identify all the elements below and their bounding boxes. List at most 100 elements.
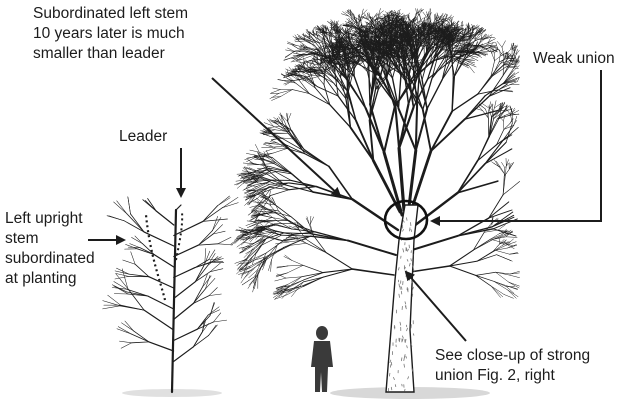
tree-branch — [275, 278, 286, 281]
tree-branch — [503, 121, 504, 129]
tree-branch — [218, 237, 231, 244]
tree-branch — [495, 245, 506, 250]
tree-branch — [302, 273, 324, 277]
tree-branch — [500, 50, 501, 55]
tree-branch — [248, 185, 257, 186]
tree-branch — [506, 109, 510, 115]
tree-branch — [174, 221, 203, 235]
tree-branch — [247, 223, 257, 228]
tree-branch — [154, 255, 174, 267]
tree-branch — [213, 225, 223, 234]
tree-branch — [246, 153, 257, 155]
tree-branch — [275, 148, 287, 149]
tree-branch — [283, 236, 310, 241]
tree-branch — [123, 260, 135, 264]
tree-branch — [144, 232, 174, 246]
tree-branch — [250, 150, 259, 152]
tree-branch — [271, 90, 280, 93]
tree-branch — [203, 206, 218, 222]
bark-mark — [410, 228, 411, 231]
tree-branch — [269, 215, 277, 221]
tree-branch — [275, 223, 292, 224]
tree-branch — [503, 181, 520, 194]
bark-mark — [389, 373, 390, 376]
tree-branch — [303, 265, 323, 272]
tree-branch — [128, 197, 131, 214]
tree-branch — [491, 286, 504, 295]
tree-branch — [293, 53, 302, 55]
tree-branch — [494, 160, 499, 167]
bark-mark — [401, 358, 402, 361]
tree-branch — [241, 237, 251, 238]
tree-branch — [476, 275, 494, 281]
tree-branch — [109, 216, 124, 221]
tree-branch — [497, 41, 502, 47]
tree-branch — [218, 244, 233, 245]
tree-branch — [496, 42, 498, 49]
bark-mark — [413, 287, 414, 289]
tree-branch — [307, 243, 327, 252]
tree-branch — [504, 124, 510, 130]
tree-branch — [490, 49, 492, 54]
tree-branch — [489, 202, 509, 218]
bark-mark — [412, 294, 413, 296]
tree-branch — [303, 277, 323, 286]
tree-branch — [502, 41, 506, 48]
tree-branch — [506, 237, 517, 238]
tree-branch — [127, 214, 144, 232]
tree-branch — [273, 88, 281, 90]
tree-branch — [223, 203, 239, 208]
tree-branch — [267, 157, 276, 163]
tree-branch — [341, 14, 349, 17]
tree-branch — [114, 202, 128, 214]
tree-branch — [458, 227, 492, 236]
tree-branch — [473, 239, 490, 250]
tree-branch — [352, 199, 398, 230]
tree-branch — [450, 266, 476, 275]
bark-mark — [391, 387, 392, 390]
tree-branch — [292, 260, 304, 265]
tree-branch — [478, 137, 489, 161]
tree-branch — [495, 250, 509, 254]
tree-branch — [326, 253, 352, 269]
tree-branch — [243, 242, 252, 243]
tree-branch — [476, 272, 496, 275]
tree-branch — [273, 149, 287, 154]
tree-branch — [465, 96, 485, 119]
tree-branch — [251, 237, 264, 238]
tree-branch — [156, 211, 174, 225]
tree-branch — [493, 235, 505, 240]
tree-branch — [504, 169, 509, 176]
tree-branch — [417, 17, 418, 23]
tree-branch — [497, 255, 513, 262]
tree-branch — [257, 226, 264, 227]
bark-mark — [395, 385, 396, 387]
tree-branch — [266, 148, 276, 151]
tree-branch — [255, 144, 259, 152]
tree-branch — [495, 248, 508, 250]
tree-branch — [494, 281, 507, 286]
tree-branch — [480, 51, 492, 52]
tree-branch — [287, 265, 303, 273]
tree-branch — [384, 107, 395, 152]
tree-branch — [242, 246, 253, 253]
bark-mark — [390, 365, 391, 368]
tree-branch — [199, 244, 218, 245]
tree-branch — [491, 286, 503, 297]
tree-branch — [431, 119, 465, 151]
tree-branch — [489, 195, 503, 218]
tree-branch — [306, 240, 326, 253]
tree-branch — [476, 275, 491, 286]
tree-branch — [213, 231, 225, 234]
tree-branch — [369, 66, 370, 104]
tree-branch — [491, 286, 501, 298]
bark-mark — [401, 291, 402, 294]
bark-mark — [407, 218, 408, 221]
tree-branch — [410, 266, 450, 272]
tree-branch — [275, 224, 292, 229]
tree-branch — [174, 282, 196, 299]
tree-branch — [348, 241, 396, 255]
tree-branch — [511, 43, 512, 49]
tree-branch — [508, 290, 517, 298]
